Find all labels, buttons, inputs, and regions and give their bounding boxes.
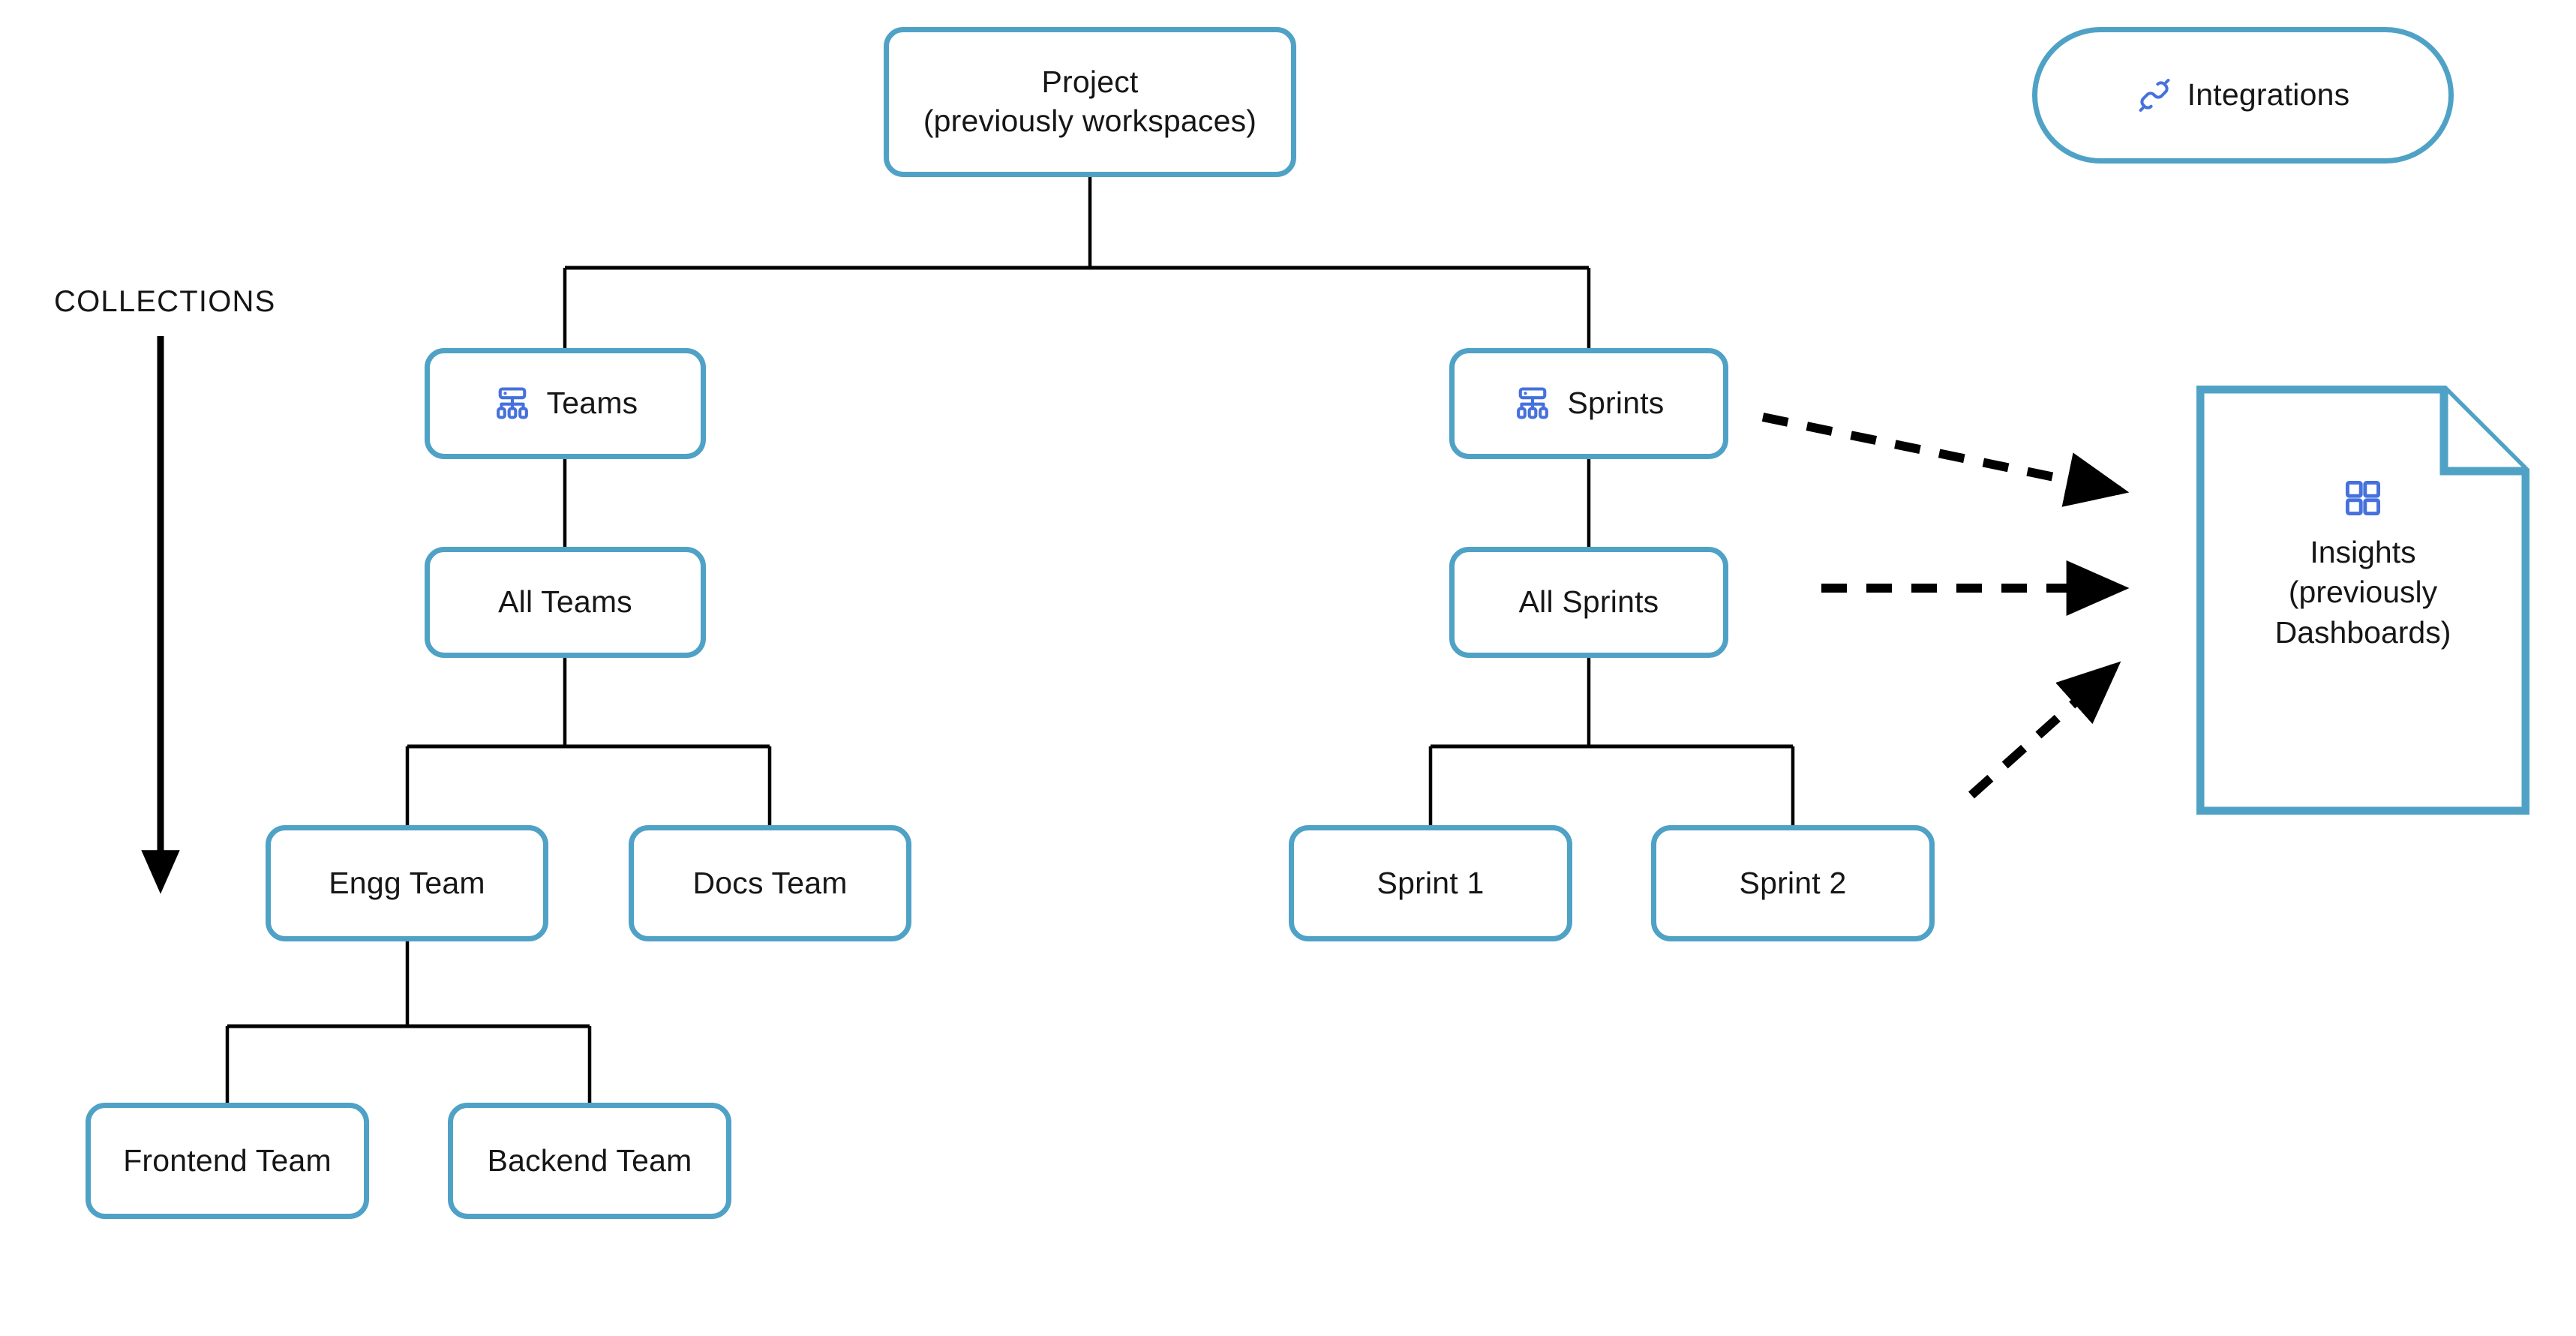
plug-link-icon [2136, 77, 2172, 113]
sitemap-icon [493, 384, 532, 423]
node-integrations-label: Integrations [2187, 77, 2350, 113]
node-frontend-team-label: Frontend Team [123, 1142, 332, 1178]
node-sprint-2-label: Sprint 2 [1739, 865, 1847, 900]
collections-label: COLLECTIONS [54, 285, 276, 318]
node-engg-team[interactable]: Engg Team [266, 825, 548, 941]
node-sprint-2[interactable]: Sprint 2 [1651, 825, 1935, 941]
node-backend-team-label: Backend Team [487, 1142, 692, 1178]
node-sprints[interactable]: Sprints [1449, 348, 1728, 459]
node-all-sprints-label: All Sprints [1518, 584, 1659, 620]
node-insights-label: Insights (previously Dashboards) [2274, 535, 2451, 650]
sitemap-icon [1513, 384, 1552, 423]
node-project-label: Project (previously workspaces) [923, 65, 1257, 138]
document-shape [2196, 386, 2529, 815]
node-frontend-team[interactable]: Frontend Team [86, 1103, 369, 1219]
node-teams[interactable]: Teams [425, 348, 706, 459]
node-all-sprints[interactable]: All Sprints [1449, 547, 1728, 658]
node-integrations[interactable]: Integrations [2032, 27, 2454, 164]
node-backend-team[interactable]: Backend Team [448, 1103, 731, 1219]
dashed-arrow-sprints-to-insights [1761, 413, 2130, 507]
node-all-teams-label: All Teams [498, 584, 632, 620]
node-sprint-1[interactable]: Sprint 1 [1289, 825, 1572, 941]
node-project[interactable]: Project (previously workspaces) [884, 27, 1296, 177]
node-teams-label: Teams [546, 386, 638, 421]
dashed-arrow-sprint2-to-insights [1968, 661, 2121, 799]
node-sprint-1-label: Sprint 1 [1377, 865, 1485, 900]
node-insights[interactable]: Insights (previously Dashboards) [2196, 386, 2529, 815]
node-docs-team-label: Docs Team [692, 865, 848, 900]
node-docs-team[interactable]: Docs Team [629, 825, 911, 941]
node-sprints-label: Sprints [1567, 386, 1665, 421]
node-all-teams[interactable]: All Teams [425, 547, 706, 658]
grid-icon [2342, 477, 2384, 519]
node-engg-team-label: Engg Team [329, 865, 485, 900]
